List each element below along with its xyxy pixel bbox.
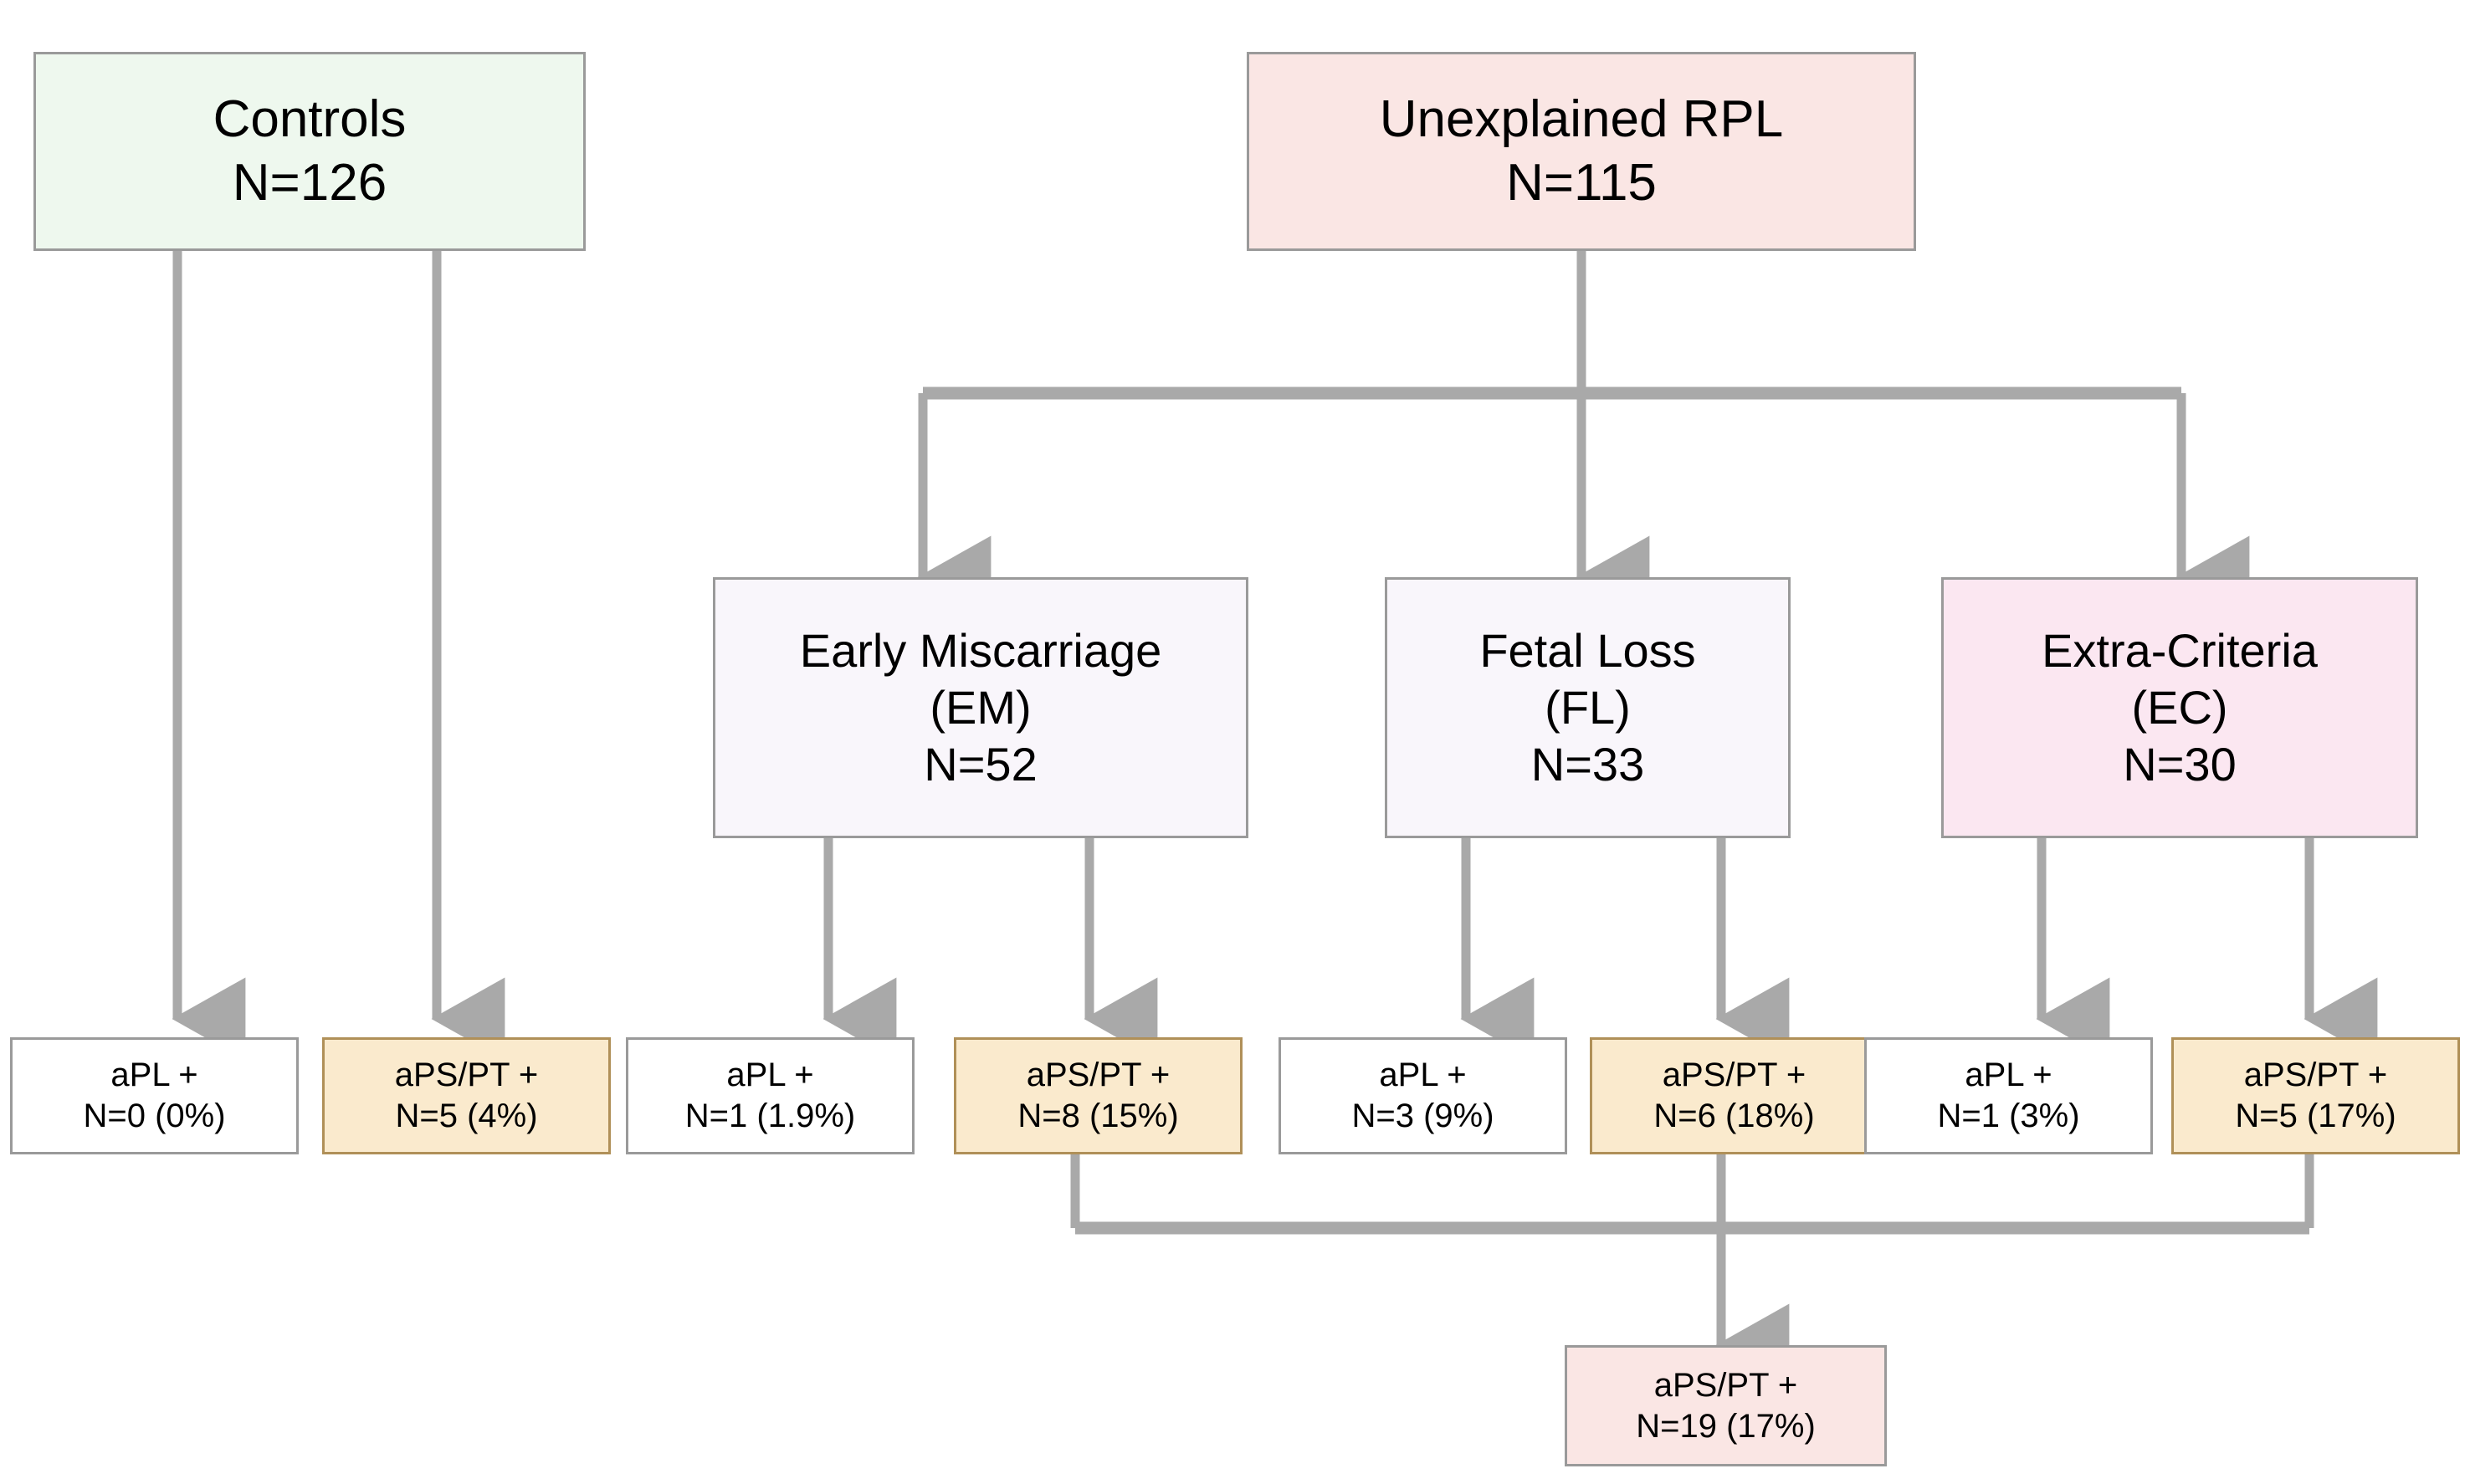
node-total-apspt-count: N=19 (17%) [1636,1407,1816,1445]
node-ec-apl-count: N=1 (3%) [1937,1098,2080,1134]
node-em-apl-count: N=1 (1.9%) [684,1098,856,1134]
node-em-apspt-count: N=8 (15%) [1017,1098,1179,1134]
node-em-apl-label: aPL + [726,1057,814,1094]
node-early-miscarriage[interactable]: Early Miscarriage (EM) N=52 [713,577,1248,838]
node-em-count: N=52 [924,738,1038,791]
node-controls-label: Controls [213,90,407,149]
node-fl-apl[interactable]: aPL + N=3 (9%) [1279,1037,1567,1154]
node-fl-count: N=33 [1530,738,1645,791]
node-ec-label: Extra-Criteria [2042,623,2318,677]
node-ec-apl-label: aPL + [1965,1057,2052,1094]
node-ec-count: N=30 [2123,738,2237,791]
node-fl-abbrev: (FL) [1545,680,1631,734]
node-controls-apspt[interactable]: aPS/PT + N=5 (4%) [322,1037,611,1154]
node-ec-abbrev: (EC) [2131,680,2228,734]
node-fl-apspt-label: aPS/PT + [1662,1057,1806,1094]
node-controls-apspt-label: aPS/PT + [394,1057,539,1094]
node-ec-apspt-count: N=5 (17%) [2235,1098,2396,1134]
node-extra-criteria[interactable]: Extra-Criteria (EC) N=30 [1941,577,2418,838]
node-total-apspt[interactable]: aPS/PT + N=19 (17%) [1565,1345,1887,1466]
node-rpl-label: Unexplained RPL [1379,90,1784,149]
node-rpl-count: N=115 [1506,154,1657,212]
node-unexplained-rpl[interactable]: Unexplained RPL N=115 [1247,52,1916,251]
node-controls-count: N=126 [232,154,387,212]
node-fetal-loss[interactable]: Fetal Loss (FL) N=33 [1385,577,1791,838]
node-total-apspt-label: aPS/PT + [1653,1366,1798,1404]
node-controls-apl-label: aPL + [110,1057,198,1094]
node-fl-apl-count: N=3 (9%) [1351,1098,1494,1134]
node-fl-label: Fetal Loss [1479,623,1696,677]
node-em-apspt[interactable]: aPS/PT + N=8 (15%) [954,1037,1243,1154]
node-ec-apl[interactable]: aPL + N=1 (3%) [1864,1037,2153,1154]
node-ec-apspt-label: aPS/PT + [2243,1057,2388,1094]
node-controls[interactable]: Controls N=126 [33,52,586,251]
node-fl-apl-label: aPL + [1379,1057,1467,1094]
node-em-label: Early Miscarriage [799,623,1162,677]
node-controls-apspt-count: N=5 (4%) [395,1098,538,1134]
node-fl-apspt-count: N=6 (18%) [1653,1098,1815,1134]
node-controls-apl[interactable]: aPL + N=0 (0%) [10,1037,299,1154]
node-em-apl[interactable]: aPL + N=1 (1.9%) [626,1037,915,1154]
node-em-abbrev: (EM) [930,680,1032,734]
node-fl-apspt[interactable]: aPS/PT + N=6 (18%) [1590,1037,1878,1154]
node-controls-apl-count: N=0 (0%) [83,1098,226,1134]
node-ec-apspt[interactable]: aPS/PT + N=5 (17%) [2171,1037,2460,1154]
node-em-apspt-label: aPS/PT + [1026,1057,1171,1094]
